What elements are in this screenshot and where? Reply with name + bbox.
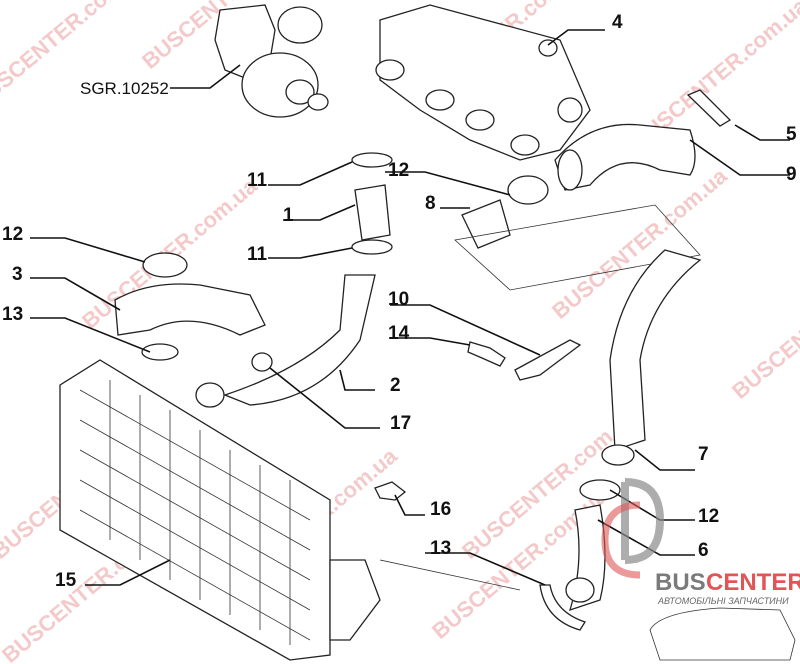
logo-bus: BUS: [655, 569, 706, 596]
callout-13: 13: [430, 538, 451, 559]
van-sketch: [649, 607, 796, 661]
intercooler: [59, 359, 381, 661]
bolt-16: [374, 481, 407, 501]
logo-center: CENTER: [706, 569, 800, 596]
hose-2: [223, 274, 376, 406]
callout-12: 12: [2, 224, 23, 245]
stud-5: [686, 89, 732, 127]
callout-12: 12: [388, 160, 409, 181]
callout-17: 17: [390, 413, 411, 434]
buscenter-logo: BUS CENTER АВТОМОБІЛЬНІ ЗАПЧАСТИНИ: [601, 478, 800, 661]
part-code-label: SGR.10252: [80, 79, 169, 98]
callout-12: 12: [698, 506, 719, 527]
clamp-13-lower: [539, 584, 586, 631]
hose-1: [354, 184, 391, 241]
clamp-11-top: [351, 152, 393, 168]
callout-labels: SGR.10252 4 5 9 12 8 11 1 11 12 3 13 10 …: [2, 12, 797, 591]
callout-13: 13: [2, 304, 23, 325]
clamp-11-bottom: [351, 239, 393, 255]
hose-7: [609, 249, 702, 451]
leader-lines: [30, 29, 790, 586]
exhaust-manifold: [375, 4, 591, 161]
callout-5: 5: [786, 124, 797, 145]
clamp-12-upper: [507, 175, 549, 205]
bolt-14: [467, 341, 506, 367]
callout-14: 14: [388, 323, 410, 344]
bracket-10: [514, 339, 582, 381]
logo-tagline: АВТОМОБІЛЬНІ ЗАПЧАСТИНИ: [657, 596, 789, 606]
callout-8: 8: [425, 193, 436, 214]
callout-7: 7: [698, 444, 709, 465]
pipe-9: [554, 123, 696, 191]
watermark: BUSCENTER.com.ua: [727, 243, 800, 404]
callout-2: 2: [390, 375, 401, 396]
callout-15: 15: [55, 570, 77, 591]
callout-11: 11: [247, 244, 268, 265]
callout-9: 9: [786, 164, 797, 185]
callout-4: 4: [612, 12, 623, 33]
hose-3: [114, 283, 266, 336]
callout-3: 3: [12, 264, 23, 285]
callout-6: 6: [698, 540, 709, 561]
callout-1: 1: [283, 205, 294, 226]
callout-11: 11: [247, 170, 268, 191]
turbocharger: [214, 4, 329, 118]
callout-16: 16: [430, 499, 451, 520]
callout-10: 10: [388, 289, 409, 310]
